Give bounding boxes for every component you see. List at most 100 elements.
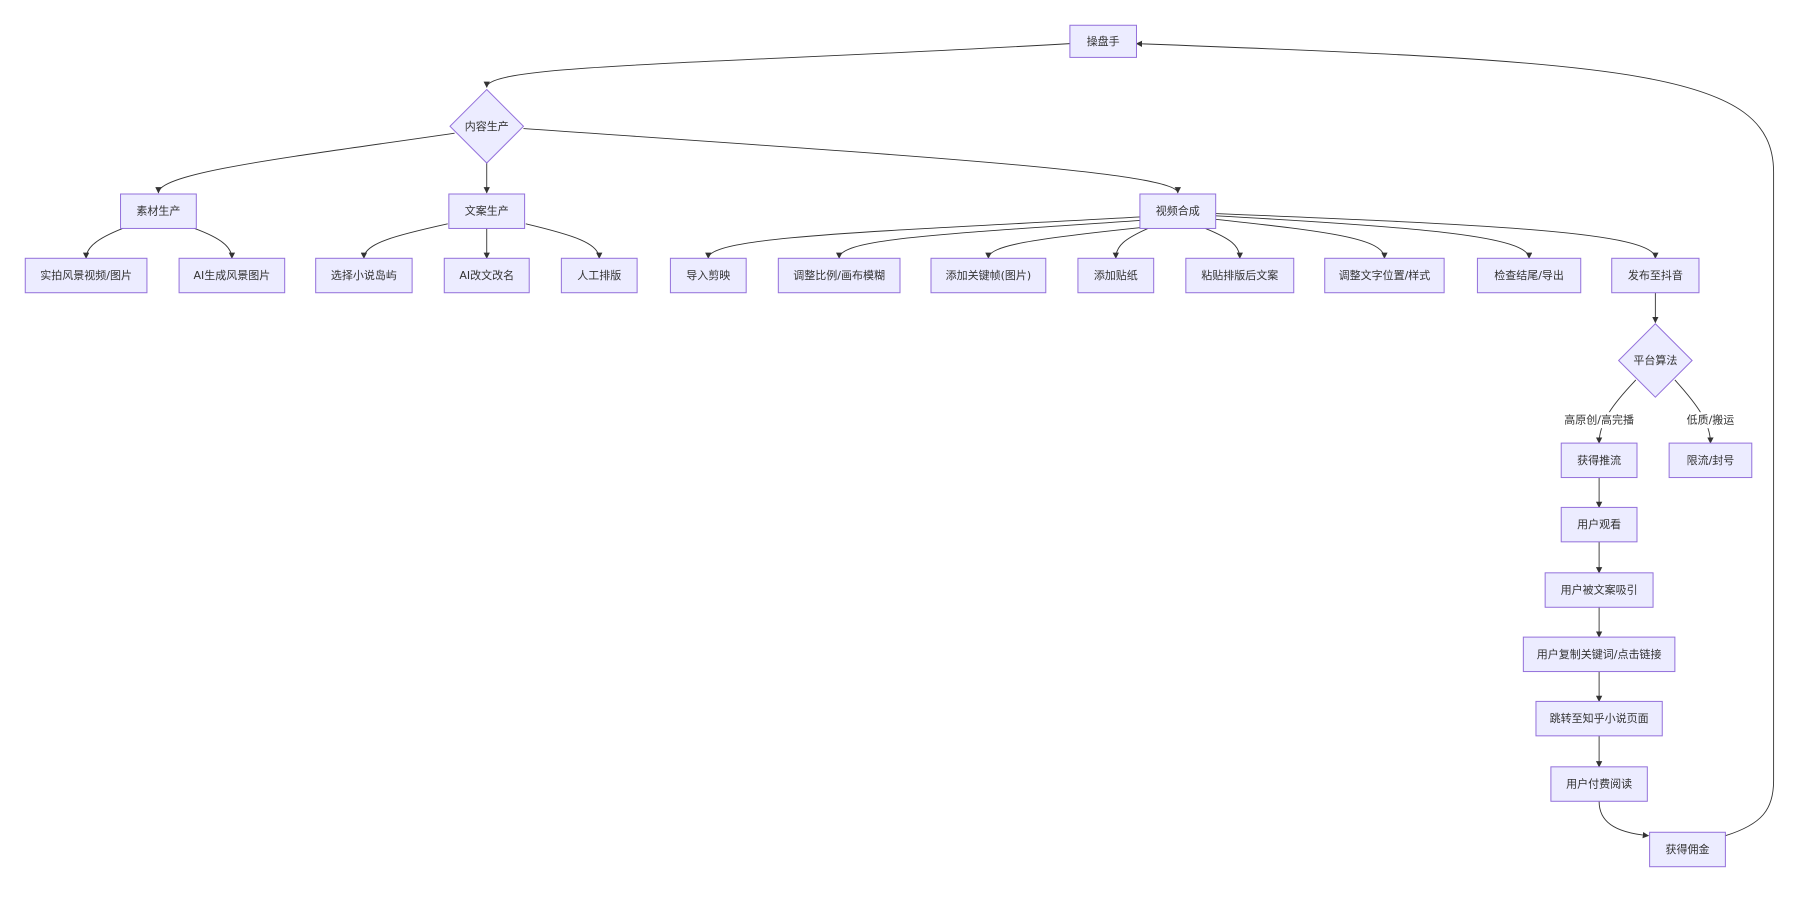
node-comm[interactable]: 获得佣金	[1649, 831, 1726, 868]
node-video[interactable]: 视频合成	[1139, 193, 1217, 229]
node-rect-shape	[1535, 700, 1663, 737]
node-rect-shape	[178, 257, 286, 294]
node-label: 实拍风景视频/图片	[40, 268, 132, 282]
node-label: 平台算法	[1633, 353, 1677, 367]
node-label: 选择小说岛屿	[331, 268, 397, 282]
node-diamond-shape	[1617, 323, 1693, 398]
node-label: 用户被文案吸引	[1561, 583, 1638, 597]
edge-label-bg	[1556, 412, 1642, 429]
edge-video-to-v6	[1215, 218, 1388, 259]
node-algo[interactable]: 平台算法	[1617, 323, 1693, 398]
node-label: 添加贴纸	[1094, 268, 1138, 282]
edge-comm-to-root	[1135, 40, 1775, 837]
node-v1[interactable]: 导入剪映	[669, 257, 747, 294]
node-c3[interactable]: 人工排版	[560, 257, 638, 294]
edge-copy-to-c3	[525, 223, 603, 259]
node-content[interactable]: 内容生产	[449, 88, 525, 164]
node-v7[interactable]: 检查结尾/导出	[1476, 257, 1582, 294]
edge-video-to-v3	[985, 226, 1144, 259]
node-rect-shape	[1185, 257, 1295, 294]
node-rect-shape	[315, 257, 413, 294]
node-v8[interactable]: 发布至抖音	[1611, 257, 1700, 294]
edge-algo-to-limit	[1674, 379, 1714, 444]
node-label: 用户观看	[1577, 517, 1621, 531]
node-rect-shape	[24, 257, 148, 294]
node-rect-shape	[669, 257, 747, 294]
node-label: 获得佣金	[1666, 842, 1710, 856]
edge-video-to-v4	[1112, 228, 1149, 259]
node-rect-shape	[1522, 636, 1676, 673]
edge-video-to-v5	[1205, 228, 1243, 259]
node-label: 用户复制关键词/点击链接	[1537, 647, 1662, 661]
node-rect-shape	[1544, 572, 1654, 608]
node-attract[interactable]: 用户被文案吸引	[1544, 572, 1654, 608]
node-jump[interactable]: 跳转至知乎小说页面	[1535, 700, 1663, 737]
node-rect-shape	[448, 193, 526, 229]
node-rect-shape	[1560, 442, 1638, 479]
node-label: 检查结尾/导出	[1494, 268, 1564, 282]
node-pay[interactable]: 用户付费阅读	[1550, 766, 1648, 802]
edges-layer	[82, 40, 1775, 839]
edge-material-to-m2	[188, 225, 236, 259]
node-rect-shape	[1550, 766, 1648, 802]
node-diamond-shape	[449, 88, 525, 164]
node-m1[interactable]: 实拍风景视频/图片	[24, 257, 148, 294]
node-label: 获得推流	[1577, 453, 1621, 467]
edge-label-algo-to-push: 高原创/高完播	[1564, 413, 1634, 427]
node-rect-shape	[1077, 257, 1155, 294]
edge-material-to-m1	[82, 225, 129, 259]
edge-content-to-video	[523, 128, 1181, 194]
node-material[interactable]: 素材生产	[120, 193, 197, 229]
edge-labels-layer: 高原创/高完播 低质/搬运	[1556, 412, 1742, 429]
node-clickl[interactable]: 用户复制关键词/点击链接	[1522, 636, 1676, 673]
edge-root-to-content	[483, 43, 1070, 88]
node-rect-shape	[1139, 193, 1217, 229]
node-label: 人工排版	[577, 268, 621, 282]
node-limit[interactable]: 限流/封号	[1668, 442, 1753, 479]
node-rect-shape	[930, 257, 1047, 294]
node-rect-shape	[1668, 442, 1753, 479]
edge-video-to-v2	[836, 219, 1140, 259]
node-v6[interactable]: 调整文字位置/样式	[1324, 257, 1445, 294]
node-rect-shape	[1560, 506, 1638, 543]
node-m2[interactable]: AI生成风景图片	[178, 257, 286, 294]
node-label: 添加关键帧(图片)	[946, 268, 1032, 282]
node-rect-shape	[560, 257, 638, 294]
node-label: AI生成风景图片	[193, 268, 270, 282]
node-label: 导入剪映	[686, 268, 730, 282]
node-copy[interactable]: 文案生产	[448, 193, 526, 229]
node-rect-shape	[443, 257, 530, 294]
node-push[interactable]: 获得推流	[1560, 442, 1638, 479]
edge-pay-to-comm	[1598, 801, 1650, 839]
edge-content-to-material	[155, 132, 455, 194]
node-label: 跳转至知乎小说页面	[1550, 711, 1649, 725]
node-label: 调整比例/画布模糊	[793, 268, 885, 282]
node-label: 素材生产	[136, 204, 180, 218]
node-label: 视频合成	[1156, 204, 1200, 218]
node-label: 发布至抖音	[1628, 268, 1683, 282]
edge-algo-to-push	[1595, 379, 1637, 444]
node-label: 内容生产	[465, 119, 509, 133]
node-c1[interactable]: 选择小说岛屿	[315, 257, 413, 294]
node-label: 粘贴排版后文案	[1201, 268, 1278, 282]
node-label: 调整文字位置/样式	[1339, 268, 1431, 282]
node-v2[interactable]: 调整比例/画布模糊	[777, 257, 901, 294]
node-rect-shape	[1476, 257, 1582, 294]
node-label: AI改文改名	[459, 268, 514, 282]
edge-video-to-v8	[1215, 213, 1659, 259]
node-root[interactable]: 操盘手	[1069, 24, 1137, 58]
node-c2[interactable]: AI改文改名	[443, 257, 530, 294]
node-v3[interactable]: 添加关键帧(图片)	[930, 257, 1047, 294]
node-label: 操盘手	[1087, 34, 1120, 48]
edge-copy-to-c1	[360, 223, 448, 259]
edge-video-to-v1	[705, 216, 1140, 259]
node-label: 限流/封号	[1687, 453, 1735, 467]
node-v4[interactable]: 添加贴纸	[1077, 257, 1155, 294]
edge-label-algo-to-limit: 低质/搬运	[1687, 413, 1735, 427]
node-watch[interactable]: 用户观看	[1560, 506, 1638, 543]
node-rect-shape	[1324, 257, 1445, 294]
node-label: 文案生产	[465, 204, 509, 218]
node-v5[interactable]: 粘贴排版后文案	[1185, 257, 1295, 294]
